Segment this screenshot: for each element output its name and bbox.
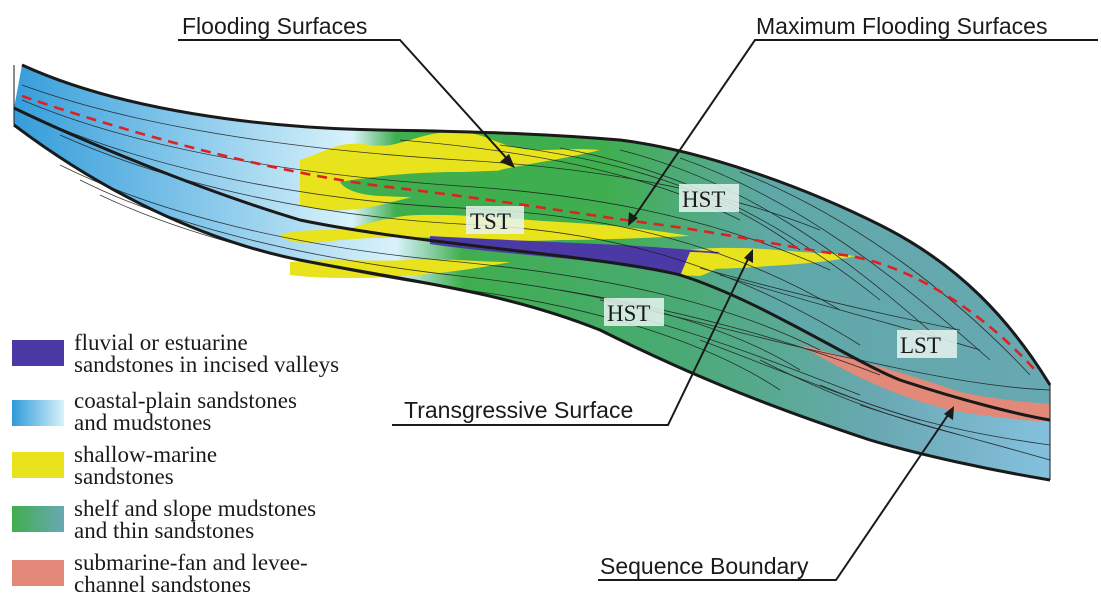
mfs-callout (631, 39, 1098, 221)
legend-fan-line2: channel sandstones (74, 572, 251, 596)
legend-swatch-fluvial (12, 340, 64, 366)
transgressive-callout (392, 254, 751, 426)
legend-shelf-line2: and thin sandstones (74, 518, 254, 543)
lst-label: LST (900, 333, 941, 358)
mfs-arrowhead (628, 212, 638, 226)
legend-swatch-shelf (12, 506, 64, 532)
lower-wedge (14, 108, 1050, 480)
lower-boundary (13, 123, 1051, 482)
upper-boundary (21, 63, 1052, 386)
legend-item-fan: submarine-fan and levee- channel sandsto… (12, 550, 308, 596)
hst-upper-label: HST (682, 187, 725, 212)
stratal-lines (21, 84, 1051, 461)
tst-tag: TST (466, 206, 524, 234)
flooding-callout (178, 39, 511, 163)
legend-item-fluvial: fluvial or estuarine sandstones in incis… (12, 330, 339, 377)
legend-fluvial-line1: fluvial or estuarine (74, 330, 248, 355)
legend-shallow-line1: shallow-marine (74, 442, 217, 467)
legend-item-coastal: coastal-plain sandstones and mudstones (12, 388, 297, 435)
legend: fluvial or estuarine sandstones in incis… (12, 330, 339, 596)
legend-shallow-line2: sandstones (74, 464, 174, 489)
flooding-arrowhead (500, 154, 515, 168)
max-flooding-surfaces-label: Maximum Flooding Surfaces (756, 13, 1047, 39)
sequence-boundary-label: Sequence Boundary (600, 553, 809, 579)
sequence-boundary-callout (598, 411, 951, 581)
submarine-fan (800, 345, 1050, 422)
sequence-boundary-line (13, 106, 1051, 422)
incised-valley-fill (430, 236, 720, 276)
valley-sand-sliver (680, 252, 735, 276)
legend-shelf-line1: shelf and slope mudstones (74, 496, 316, 521)
tst-label: TST (470, 209, 511, 234)
lst-tag: LST (897, 330, 957, 358)
shallow-marine-transgressive (690, 247, 855, 269)
legend-swatch-fan (12, 560, 64, 586)
hst-upper-tag: HST (679, 184, 739, 212)
callout-lines (178, 39, 1098, 581)
transgressive-surface-label: Transgressive Surface (404, 397, 633, 423)
bounding-surfaces (13, 63, 1052, 482)
legend-item-shallow: shallow-marine sandstones (12, 442, 217, 489)
legend-swatch-shallow (12, 452, 64, 478)
legend-fan-line1: submarine-fan and levee- (74, 550, 308, 575)
callout-arrowheads (500, 154, 954, 420)
sequence-boundary-arrowhead (944, 406, 954, 420)
legend-coastal-line1: coastal-plain sandstones (74, 388, 297, 413)
hst-lower-tag: HST (604, 298, 664, 326)
legend-coastal-line2: and mudstones (74, 410, 211, 435)
legend-item-shelf: shelf and slope mudstones and thin sands… (12, 496, 316, 543)
legend-swatch-coastal (12, 400, 64, 426)
legend-fluvial-line2: sandstones in incised valleys (74, 352, 339, 377)
max-flooding-surface-line (21, 94, 1036, 371)
flooding-surfaces-label: Flooding Surfaces (182, 13, 367, 39)
hst-lower-label: HST (607, 301, 650, 326)
transgressive-arrowhead (744, 249, 753, 263)
